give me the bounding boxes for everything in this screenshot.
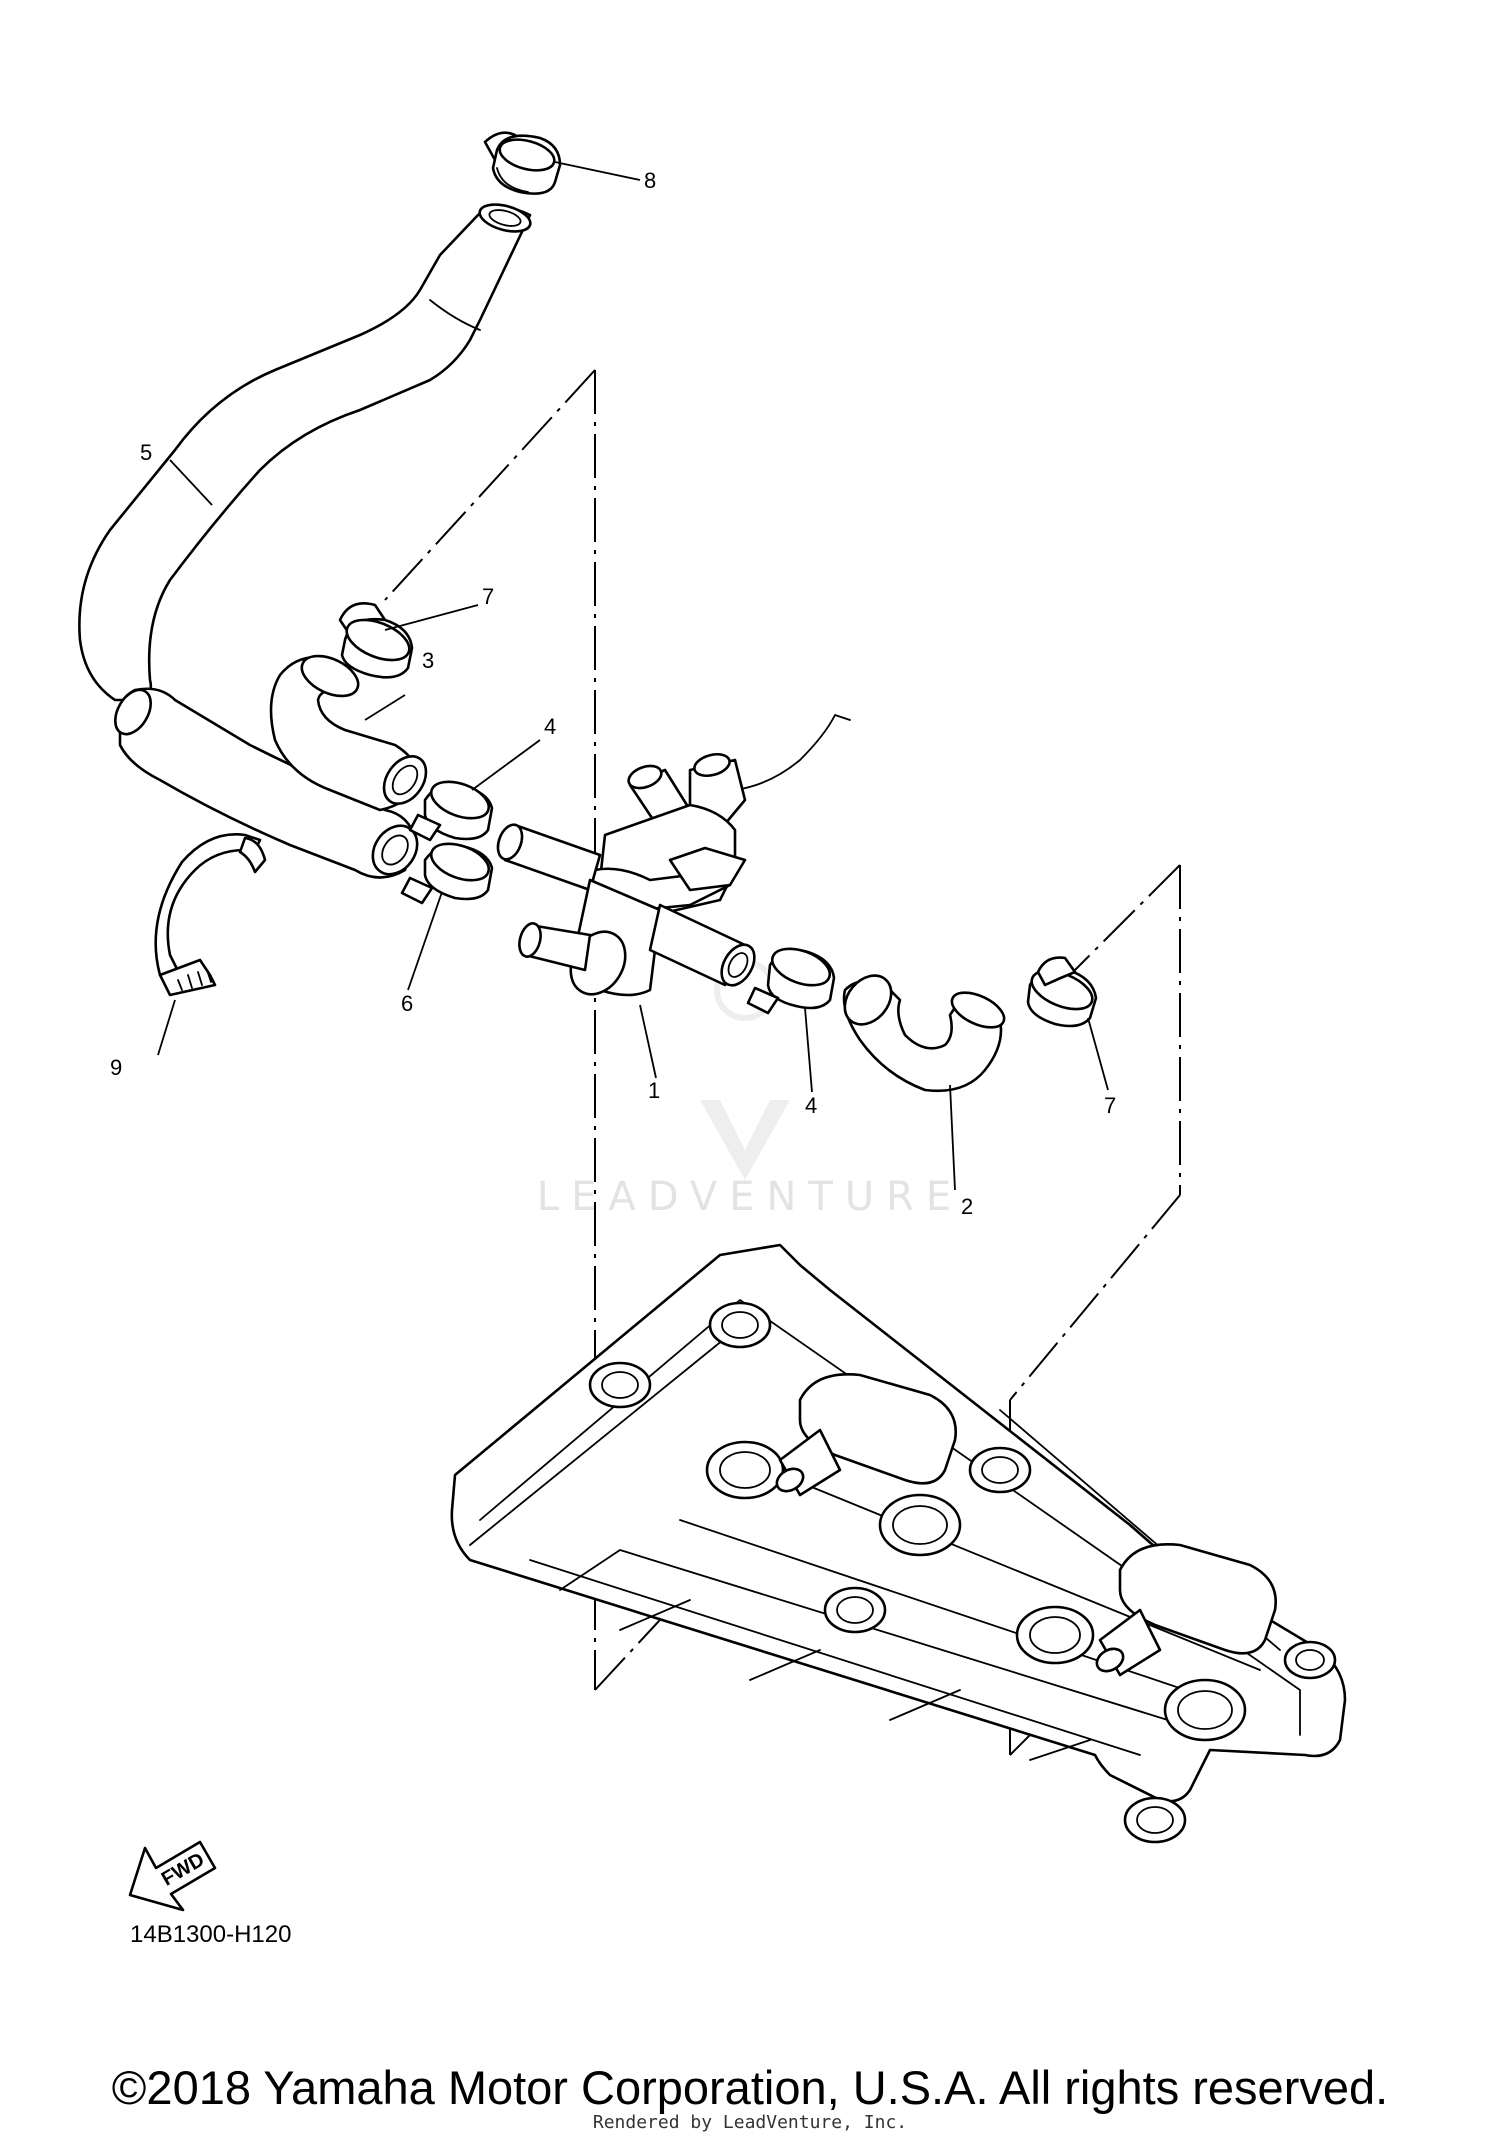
part-7-clamp-right xyxy=(1026,956,1098,1028)
callouts: 8 5 7 3 4 6 9 1 4 7 2 xyxy=(110,168,1116,1219)
alignment-line-right-mid xyxy=(1009,1194,1181,1401)
callout-2: 2 xyxy=(961,1194,973,1219)
part-2-hose xyxy=(842,974,1006,1093)
leader-lines xyxy=(157,161,1109,1191)
watermark: LEADVENTURE xyxy=(537,959,963,1220)
callout-7-right: 7 xyxy=(1104,1093,1116,1118)
rendered-by-note: Rendered by LeadVenture, Inc. xyxy=(592,2112,908,2133)
part-1-valve xyxy=(496,714,851,997)
callout-6: 6 xyxy=(401,991,413,1016)
part-9-band xyxy=(154,833,267,997)
callout-4-left: 4 xyxy=(544,714,556,739)
part-4-clamp-left xyxy=(408,780,494,842)
callout-8: 8 xyxy=(644,168,656,193)
alignment-line-right-upper xyxy=(1069,864,1181,976)
air-injection-ports xyxy=(775,1373,1278,1677)
part-4-clamp-right xyxy=(746,947,836,1015)
part-3-hose xyxy=(269,654,428,812)
callout-3: 3 xyxy=(422,648,434,673)
callout-4-right: 4 xyxy=(805,1093,817,1118)
callout-1: 1 xyxy=(648,1078,660,1103)
part-7-clamp-upper xyxy=(338,602,414,679)
part-6-clamp xyxy=(400,842,494,905)
watermark-text: LEADVENTURE xyxy=(537,1174,963,1220)
callout-9: 9 xyxy=(110,1055,122,1080)
plug-wells xyxy=(588,1301,1337,1844)
part-8-clamp xyxy=(483,131,562,195)
alignment-line-left-upper xyxy=(384,369,596,601)
fwd-arrow: FWD xyxy=(128,1840,217,1912)
callout-5: 5 xyxy=(140,440,152,465)
part-5-hose xyxy=(78,203,532,879)
copyright-notice: ©2018 Yamaha Motor Corporation, U.S.A. A… xyxy=(111,2061,1389,2114)
diagram-code: 14B1300-H120 xyxy=(130,1921,291,1948)
cylinder-head-cover xyxy=(450,1243,1347,1844)
callout-7-upper: 7 xyxy=(482,584,494,609)
